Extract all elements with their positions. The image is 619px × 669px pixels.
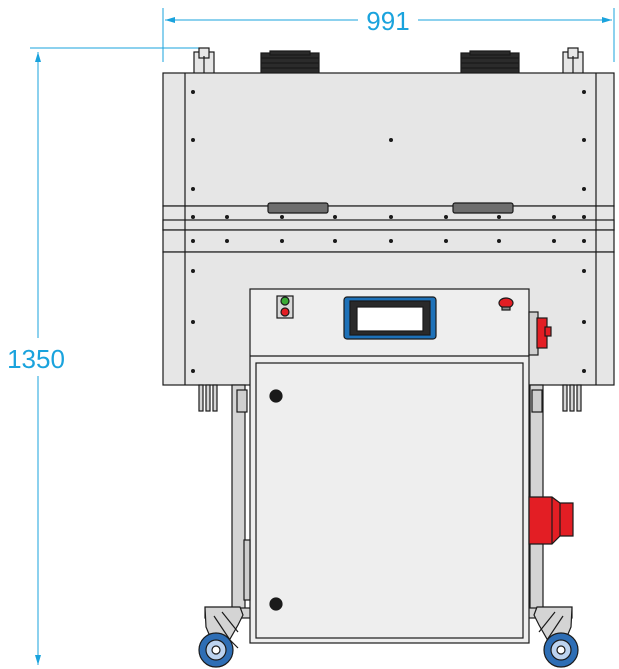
fastener-dots [191,90,586,373]
main-switch[interactable] [528,311,552,356]
screw-dot [191,90,195,94]
start-button-icon[interactable] [280,296,290,306]
door-lock-top-icon[interactable] [269,389,283,403]
screw-dot [191,320,195,324]
screw-dot [552,215,556,219]
screw-dot [280,215,284,219]
screw-dot [225,215,229,219]
screw-dot [497,215,501,219]
screw-dot [497,239,501,243]
left-air-port [260,50,320,75]
screw-dot [333,239,337,243]
right-hood-handle[interactable] [452,202,514,214]
control-cabinet [249,288,530,644]
height-arrow-top [35,52,41,62]
height-dimension: 1350 [7,47,205,665]
right-caster [533,606,579,668]
right-top-clamp [562,47,584,75]
screw-dot [582,369,586,373]
screw-dot [280,239,284,243]
screw-dot [191,215,195,219]
width-arrow-right [602,17,612,23]
width-dimension: 991 [162,6,615,62]
door-lock-bottom-icon[interactable] [269,597,283,611]
screw-dot [191,369,195,373]
width-dimension-label: 991 [366,6,409,36]
stop-button-icon[interactable] [280,307,290,317]
left-caster [198,606,244,668]
power-socket[interactable] [528,496,574,545]
cabinet-door[interactable] [255,362,524,639]
screw-dot [191,239,195,243]
left-hood-handle[interactable] [267,202,329,214]
screw-dot [444,215,448,219]
screw-dot [582,239,586,243]
left-cable-clip [236,389,251,601]
left-top-clamp [193,47,215,75]
screw-dot [582,138,586,142]
screw-dot [225,239,229,243]
emergency-stop-button[interactable] [498,297,514,311]
screw-dot [582,269,586,273]
screw-dot [191,138,195,142]
control-panel [276,295,514,340]
screw-dot [552,239,556,243]
screw-dot [582,215,586,219]
right-cable-clip [531,389,543,413]
middle-rail-band [162,202,615,253]
right-air-port [460,50,520,75]
start-stop-button-pair[interactable] [276,295,294,319]
screw-dot [389,138,393,142]
upper-hood [162,72,615,207]
top-fittings [193,47,584,75]
screw-dot [389,215,393,219]
screw-dot [582,90,586,94]
screw-dot [582,320,586,324]
screw-dot [191,269,195,273]
screw-dot [582,187,586,191]
height-dimension-label: 1350 [7,344,65,374]
screw-dot [191,187,195,191]
screw-dot [333,215,337,219]
width-arrow-left [165,17,175,23]
screw-dot [389,239,393,243]
height-arrow-bottom [35,655,41,665]
screw-dot [444,239,448,243]
hmi-display[interactable] [343,296,437,340]
